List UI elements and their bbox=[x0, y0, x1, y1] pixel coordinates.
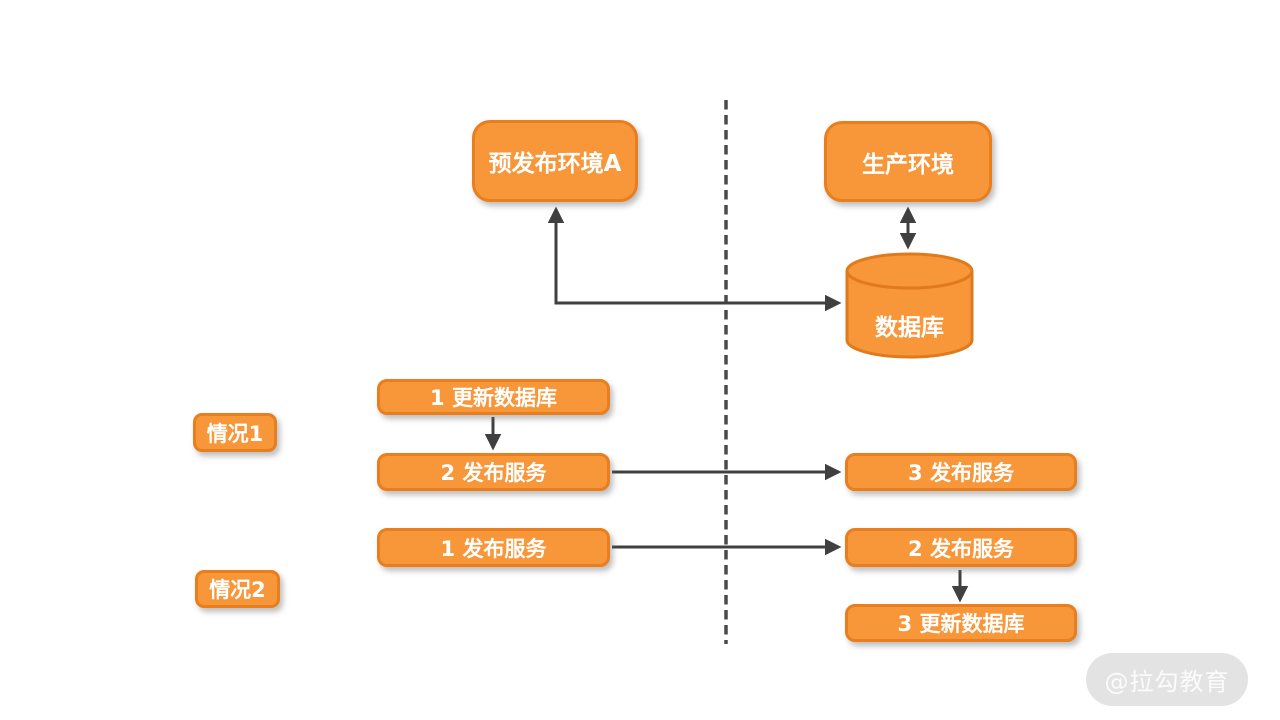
watermark-badge: @拉勾教育 bbox=[1086, 653, 1248, 706]
case1-step2-deploy-service: 2 发布服务 bbox=[377, 453, 610, 491]
case2-step2-deploy-service: 2 发布服务 bbox=[845, 528, 1077, 567]
case2-label: 情况2 bbox=[195, 570, 280, 608]
connector-preprod-database bbox=[547, 206, 842, 312]
case1-step1-update-database: 1 更新数据库 bbox=[377, 379, 610, 415]
node-prod-environment: 生产环境 bbox=[824, 121, 992, 202]
case2-step1-deploy-service: 1 发布服务 bbox=[377, 528, 610, 567]
case2-step3-update-database: 3 更新数据库 bbox=[845, 604, 1077, 642]
case1-label: 情况1 bbox=[193, 413, 277, 452]
case1-step3-deploy-service: 3 发布服务 bbox=[845, 453, 1077, 491]
node-preprod-environment: 预发布环境A bbox=[472, 120, 638, 202]
database-label: 数据库 bbox=[875, 315, 944, 341]
